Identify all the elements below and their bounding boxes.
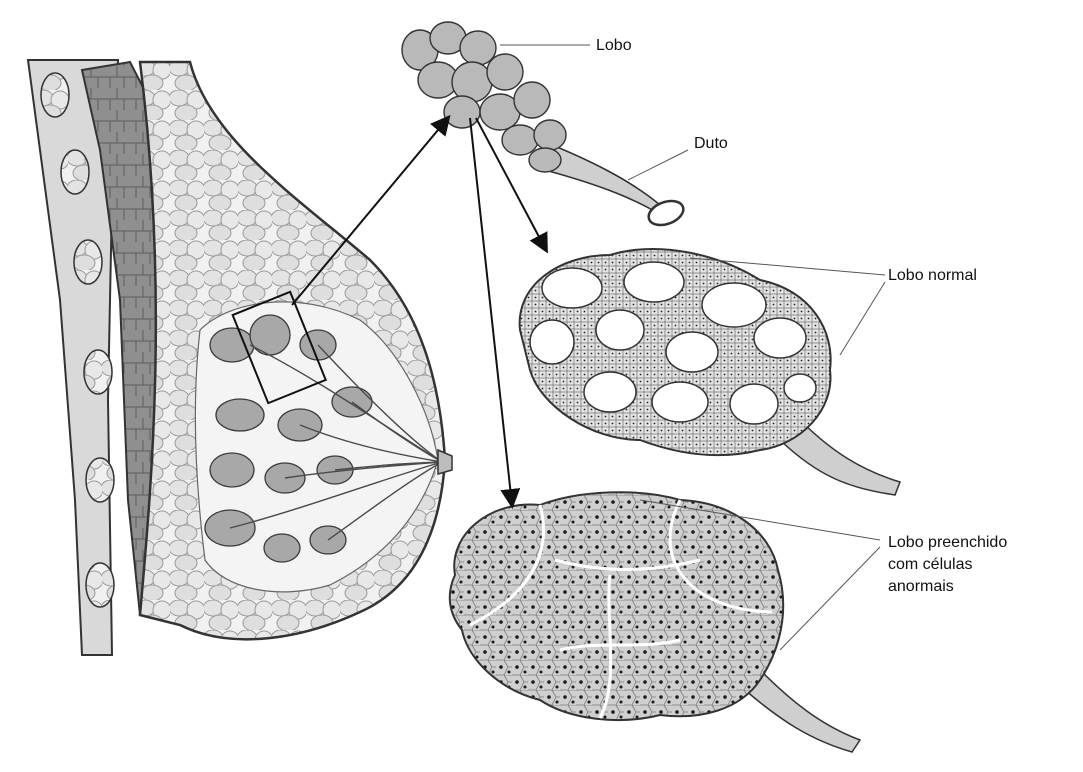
lobe-illustration [402, 22, 687, 229]
label-lobo-preenchido: Lobo preenchido com células anormais [888, 532, 1007, 598]
abnormal-lobe-illustration [450, 492, 860, 752]
label-lobo-preenchido-line-2: com células [888, 554, 1007, 576]
label-lobo-preenchido-line-3: anormais [888, 576, 1007, 598]
label-lobo: Lobo [596, 35, 632, 57]
breast-cross-section [28, 60, 452, 655]
label-duto: Duto [694, 133, 728, 155]
nipple [438, 450, 452, 474]
label-lobo-normal: Lobo normal [888, 265, 977, 287]
abnormal-lobe-stem [745, 670, 860, 752]
label-lobo-preenchido-line-1: Lobo preenchido [888, 532, 1007, 554]
normal-lobe-illustration [520, 249, 900, 495]
